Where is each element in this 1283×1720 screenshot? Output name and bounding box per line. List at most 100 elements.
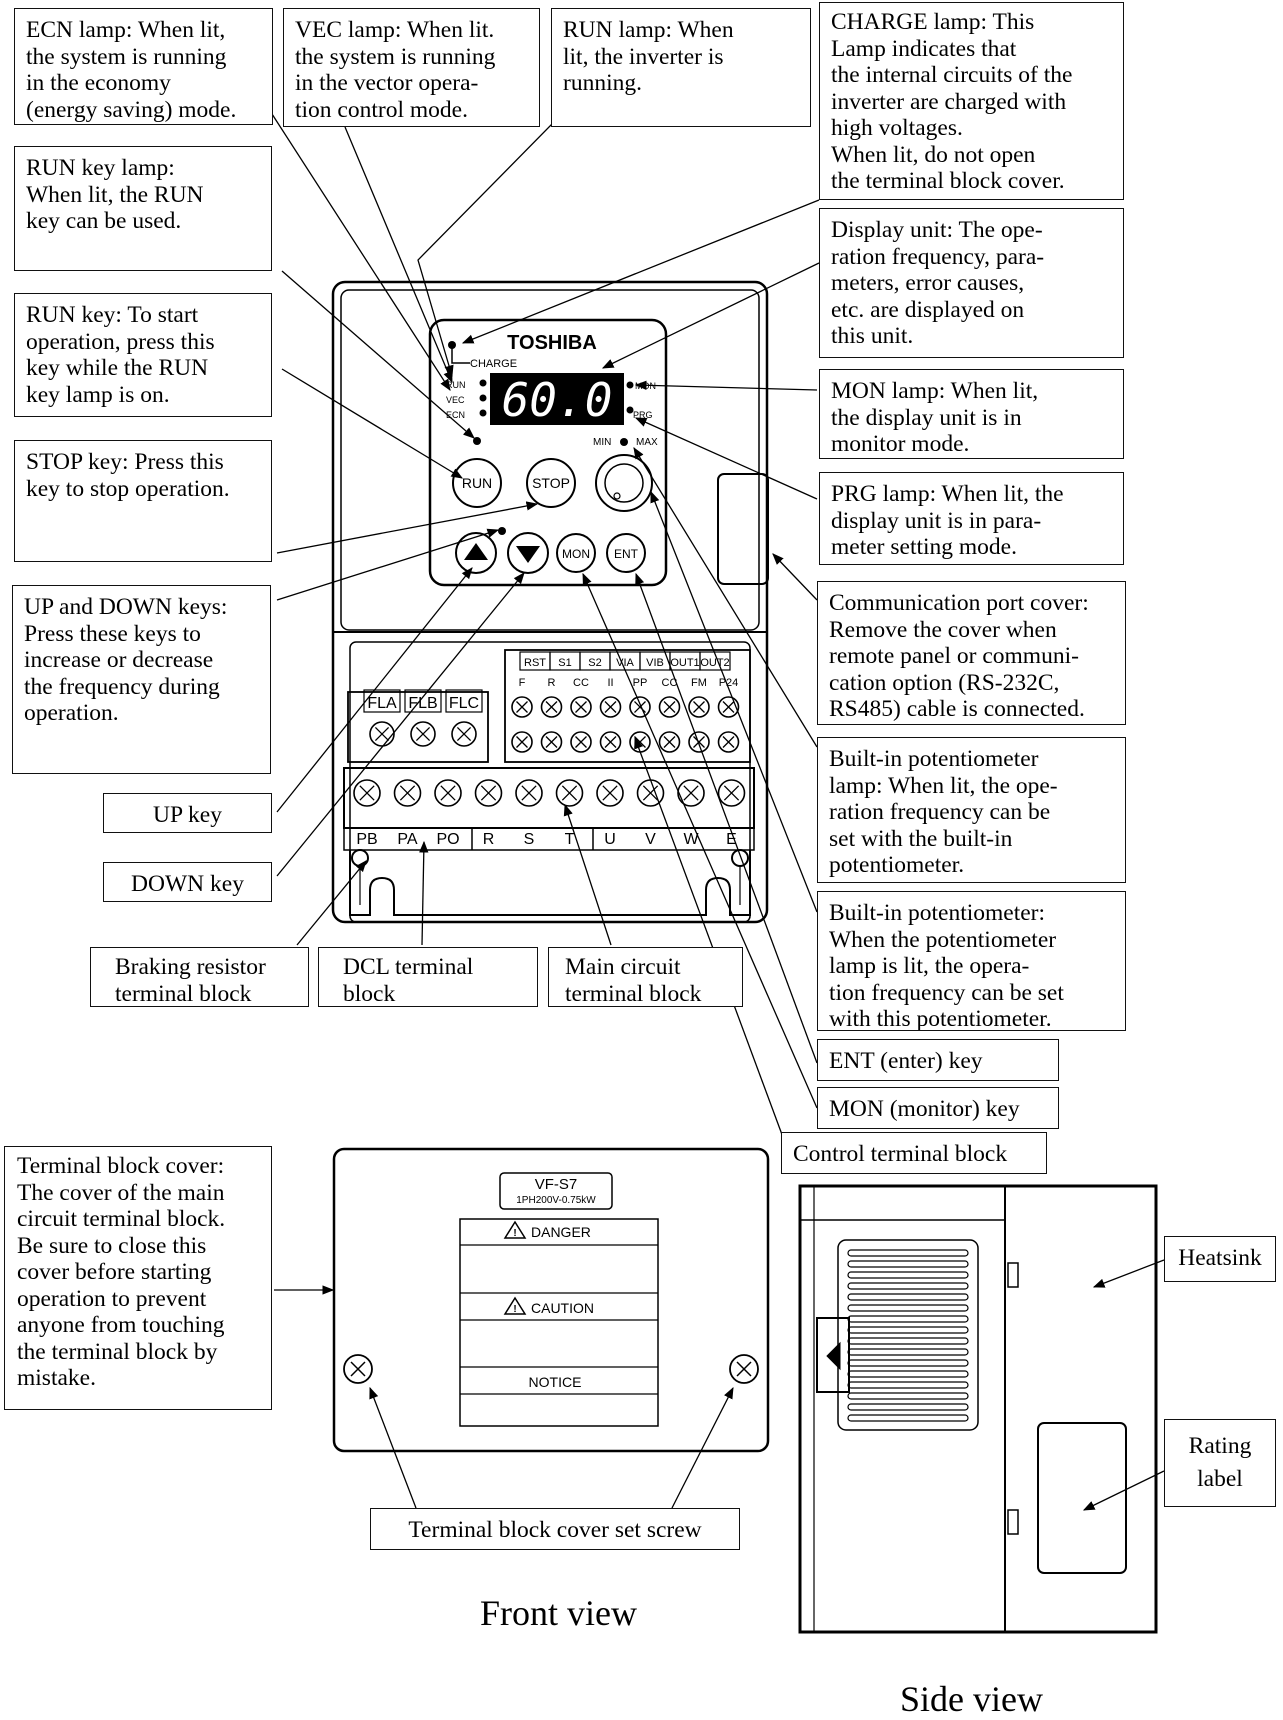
mount-hole-left — [351, 849, 369, 867]
callout-down-key: DOWN key — [103, 862, 272, 902]
control-terminal-screw-top — [599, 696, 622, 718]
callout-vec-lamp: VEC lamp: When lit. the system is runnin… — [283, 8, 540, 127]
control-terminal-label-bottom: CC — [662, 677, 678, 689]
main-terminal-label: E — [726, 831, 737, 848]
stop-key[interactable]: STOP — [526, 458, 576, 508]
prg-lamp — [626, 406, 634, 414]
leader-lines — [271, 113, 1165, 1511]
control-terminal-label-top: OUT2 — [700, 657, 729, 669]
callout-charge-lamp: CHARGE lamp: This Lamp indicates that th… — [819, 2, 1124, 200]
stop-key-label: STOP — [532, 475, 570, 491]
control-terminal-screw-bottom — [570, 731, 592, 753]
main-terminal-label: PB — [356, 831, 377, 848]
control-terminal-screw-bottom — [540, 731, 563, 753]
model-name: VF-S7 — [535, 1176, 578, 1193]
control-terminal-label-bottom: R — [548, 677, 556, 689]
callout-mon-lamp: MON lamp: When lit, the display unit is … — [819, 369, 1124, 459]
main-terminal-label: U — [604, 831, 616, 848]
control-terminal-label-bottom: F — [519, 677, 526, 689]
callout-terminal-cover: Terminal block cover: The cover of the m… — [4, 1146, 272, 1410]
callout-run-key: RUN key: To start operation, press this … — [14, 293, 272, 417]
control-terminal-label-top: OUT1 — [670, 657, 699, 669]
callout-mon-key: MON (monitor) key — [817, 1087, 1059, 1129]
callout-dcl-terminal: DCL terminal block — [318, 947, 538, 1007]
pot-max-label: MAX — [636, 437, 658, 448]
operation-panel: TOSHIBA CHARGE 60.0 RUN VEC ECN MON PRG … — [446, 332, 658, 574]
callout-rating-label: Rating label — [1164, 1419, 1276, 1507]
notice-label: NOTICE — [529, 1374, 582, 1390]
main-terminal-label: T — [565, 831, 575, 848]
pot-lamp — [620, 438, 628, 446]
fl-terminal-screw — [369, 721, 395, 747]
warning-label — [459, 1218, 659, 1427]
control-terminal-label-top: S2 — [588, 657, 601, 669]
inverter-side-view — [798, 1184, 1158, 1634]
control-terminal-label-top: VIA — [616, 657, 634, 669]
main-terminal-screw — [434, 779, 462, 807]
builtin-potentiometer[interactable] — [595, 454, 653, 512]
prg-lamp-label: PRG — [633, 410, 653, 420]
control-terminal-screw-bottom — [599, 731, 622, 753]
control-terminal-label-bottom: P24 — [719, 677, 739, 689]
main-terminal-screw — [353, 779, 381, 807]
danger-warning-icon — [503, 1220, 527, 1239]
run-key-lamp — [473, 437, 481, 445]
ecn-lamp-label: ECN — [446, 410, 465, 420]
callout-display-unit: Display unit: The ope- ration frequency,… — [819, 208, 1124, 358]
terminal-screws — [353, 696, 746, 807]
callout-prg-lamp: PRG lamp: When lit, the display unit is … — [819, 472, 1124, 565]
fl-terminal-screw — [410, 721, 436, 747]
main-terminal-screw — [393, 779, 422, 807]
control-terminal-screw-bottom — [511, 731, 533, 753]
cover-screw-right — [729, 1354, 759, 1384]
brand-logo: TOSHIBA — [507, 332, 597, 354]
callout-builtin-pot: Built-in potentiometer: When the potenti… — [817, 891, 1126, 1031]
ent-key[interactable]: ENT — [606, 533, 646, 573]
charge-lamp — [448, 341, 456, 349]
up-arrow-icon — [464, 543, 488, 560]
mount-hole-right — [731, 849, 749, 867]
fl-terminal-label: FLA — [367, 695, 397, 712]
mon-lamp — [626, 381, 634, 389]
ent-key-label: ENT — [614, 547, 639, 561]
terminal-block-cover: VF-S7 1PH200V-0.75kW ! DANGER ! CAUTION … — [332, 1147, 770, 1453]
main-terminal-label: R — [483, 831, 495, 848]
terminal-area — [333, 631, 767, 923]
mon-key[interactable]: MON — [556, 533, 596, 573]
down-key[interactable] — [507, 532, 549, 574]
ecn-lamp — [479, 409, 487, 417]
up-down-key-lamp — [498, 527, 506, 535]
callout-main-circuit: Main circuit terminal block — [548, 947, 743, 1007]
callout-ecn-lamp: ECN lamp: When lit, the system is runnin… — [14, 8, 273, 125]
run-lamp — [479, 379, 487, 387]
charge-label: CHARGE — [470, 358, 517, 370]
up-key[interactable] — [455, 532, 497, 574]
main-terminal-screw — [636, 779, 665, 807]
control-terminal-label-bottom: II — [607, 677, 613, 689]
control-terminal-screw-top — [629, 696, 651, 718]
display-unit — [490, 373, 624, 425]
run-key-label: RUN — [462, 475, 492, 491]
run-lamp-label: RUN — [446, 380, 466, 390]
main-terminal-label: V — [645, 831, 656, 848]
run-key[interactable]: RUN — [452, 458, 502, 508]
callout-run-lamp: RUN lamp: When lit, the inverter is runn… — [551, 8, 811, 127]
front-view-caption: Front view — [480, 1593, 637, 1633]
callout-run-key-lamp: RUN key lamp: When lit, the RUN key can … — [14, 146, 272, 271]
display-value: 60.0 — [502, 373, 613, 427]
danger-label: DANGER — [531, 1224, 591, 1240]
fl-terminal-label: FLB — [408, 695, 437, 712]
callout-heatsink: Heatsink — [1164, 1236, 1276, 1282]
svg-text:!: ! — [513, 1228, 516, 1239]
main-terminal-screw — [596, 779, 624, 807]
model-rating: 1PH200V-0.75kW — [516, 1195, 596, 1206]
heatsink-vents — [837, 1239, 979, 1431]
control-terminal-screw-top — [540, 696, 563, 718]
rating-label-plate — [1037, 1422, 1127, 1574]
mon-key-label: MON — [562, 547, 590, 561]
vec-lamp — [479, 394, 487, 402]
control-terminal-label-bottom: PP — [633, 677, 648, 689]
control-terminal-label-bottom: FM — [691, 677, 707, 689]
